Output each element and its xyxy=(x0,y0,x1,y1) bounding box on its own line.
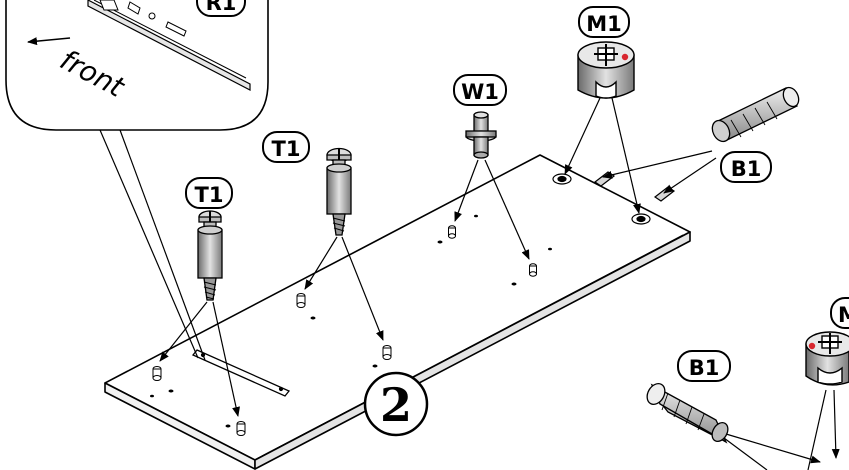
detail-callout: front R1 xyxy=(5,0,269,361)
r1-label: R1 xyxy=(206,0,237,15)
m1-partial-part xyxy=(805,331,849,386)
m1-top-part xyxy=(577,41,635,99)
step-number: 2 xyxy=(380,378,412,432)
m1-top-label: M1 xyxy=(586,12,622,36)
w1-part xyxy=(465,111,497,159)
b1-bottom-label: B1 xyxy=(689,356,720,380)
board-holes xyxy=(150,214,552,428)
w1-label: W1 xyxy=(461,80,499,104)
t1-left-part xyxy=(197,210,223,301)
assembly-arrows xyxy=(159,97,840,470)
part-labels xyxy=(185,6,849,382)
b1-right-label: B1 xyxy=(731,157,762,181)
step-badge: 2 xyxy=(363,371,429,437)
t1-left-label: T1 xyxy=(195,183,224,207)
m1-partial-label: M xyxy=(838,303,849,327)
board-studs xyxy=(152,225,537,436)
t1-middle-label: T1 xyxy=(272,137,301,161)
b1-right-part xyxy=(711,86,800,143)
b1-bottom-part xyxy=(646,383,729,444)
t1-middle-part xyxy=(326,147,352,236)
board-slot xyxy=(191,349,291,397)
board-panel xyxy=(104,154,691,470)
